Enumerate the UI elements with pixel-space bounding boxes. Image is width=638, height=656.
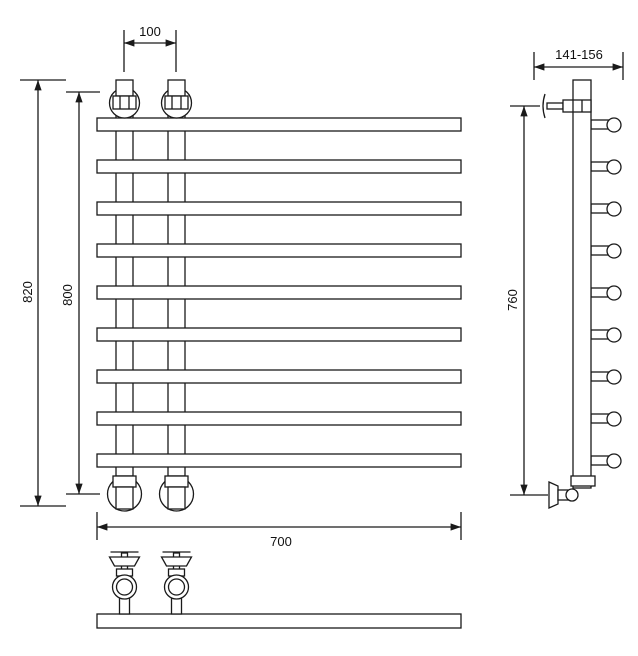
rung [96, 327, 462, 342]
rung [96, 411, 462, 426]
dimension-label: 820 [20, 281, 35, 303]
valve-left [108, 551, 141, 615]
top-connectors [108, 79, 193, 119]
rung [96, 285, 462, 300]
side-top-valve [542, 93, 592, 119]
rungs [96, 117, 462, 468]
valves [108, 551, 193, 615]
rung [96, 243, 462, 258]
dimension-label: 760 [505, 289, 520, 311]
dimension-total-height: 820 [20, 79, 66, 507]
side-rung [590, 285, 622, 301]
dimension-label: 100 [139, 24, 161, 39]
side-rung [590, 411, 622, 427]
rung [96, 201, 462, 216]
dimension-wall-distance: 141-156 [533, 47, 624, 80]
dimension-width: 700 [96, 512, 462, 549]
dimension-label: 700 [270, 534, 292, 549]
bottom-connector-left [106, 475, 143, 512]
top-connector-left [108, 79, 141, 119]
rung [96, 117, 462, 132]
side-view [542, 79, 622, 510]
side-collector [572, 79, 592, 489]
top-connector-right [160, 79, 193, 119]
bottom-connectors [106, 475, 195, 512]
dimension-side-height: 760 [505, 105, 548, 496]
rung [96, 159, 462, 174]
side-rung [590, 243, 622, 259]
side-rungs [590, 117, 622, 469]
side-rung [590, 201, 622, 217]
side-rung [590, 117, 622, 133]
rung [96, 453, 462, 468]
side-bottom-valve [548, 475, 596, 510]
dimension-connection-spacing: 100 [123, 24, 177, 72]
side-rung [590, 369, 622, 385]
valve-right [160, 551, 193, 615]
dimension-label: 800 [60, 284, 75, 306]
bottom-view [96, 551, 462, 629]
side-rung [590, 327, 622, 343]
rung [96, 369, 462, 384]
dimension-connection-height: 800 [60, 91, 100, 495]
dimension-label: 141-156 [555, 47, 603, 62]
side-rung [590, 453, 622, 469]
front-view [96, 79, 462, 512]
bottom-connector-right [158, 475, 195, 512]
side-rung [590, 159, 622, 175]
